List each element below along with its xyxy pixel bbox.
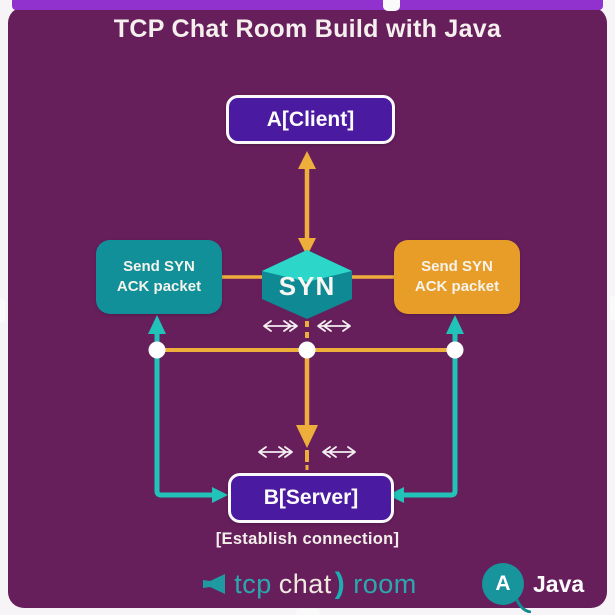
right-syn-ack-label: Send SYN ACK packet <box>414 257 500 295</box>
logo-word-chat: chat <box>278 568 332 599</box>
java-badge-letter: A <box>495 572 511 595</box>
handshake-arrows-lower <box>258 446 356 458</box>
syn-prism <box>262 250 352 319</box>
right-ack-up-arrow <box>446 315 464 346</box>
client-node-label: A[Client] <box>266 107 355 131</box>
right-return-arrow <box>388 357 458 503</box>
page-title: TCP Chat Room Build with Java <box>113 15 502 43</box>
syn-server-arrow <box>296 321 318 470</box>
top-accent-stripe <box>12 0 603 10</box>
junction-dot-left <box>148 341 166 359</box>
edge-marker-left <box>0 299 5 323</box>
server-node: B[Server] <box>228 473 394 523</box>
junction-dot-center <box>298 341 316 359</box>
circle-a-badge-icon: A <box>482 563 531 613</box>
logo-word-tcp: tcp <box>234 568 272 599</box>
tcp-chat-room-logo: tcp chat ) room <box>150 564 470 604</box>
badge-tail-icon <box>515 599 531 613</box>
left-syn-ack-box: Send SYN ACK packet <box>96 240 222 314</box>
edge-marker-right <box>610 296 615 320</box>
edge-marker-top <box>383 0 400 11</box>
left-syn-ack-label: Send SYN ACK packet <box>116 257 202 295</box>
logo-word-room: room <box>353 568 417 599</box>
logo-paren: ) <box>334 567 346 600</box>
server-node-label: B[Server] <box>263 486 359 509</box>
left-return-arrow <box>154 357 228 503</box>
handshake-arrows-upper <box>263 320 351 332</box>
speaker-icon <box>203 573 227 595</box>
syn-node-label: SYN <box>278 270 336 301</box>
java-label: Java <box>533 570 585 597</box>
junction-dot-right <box>446 341 464 359</box>
client-node: A[Client] <box>226 95 395 144</box>
right-syn-ack-box: Send SYN ACK packet <box>394 240 520 314</box>
java-logo: A Java <box>482 561 585 613</box>
edge-marker-bottom <box>296 609 320 615</box>
left-ack-up-arrow <box>148 315 166 346</box>
establish-connection-caption: [Establish connection] <box>215 530 400 548</box>
client-syn-arrow <box>298 151 316 256</box>
